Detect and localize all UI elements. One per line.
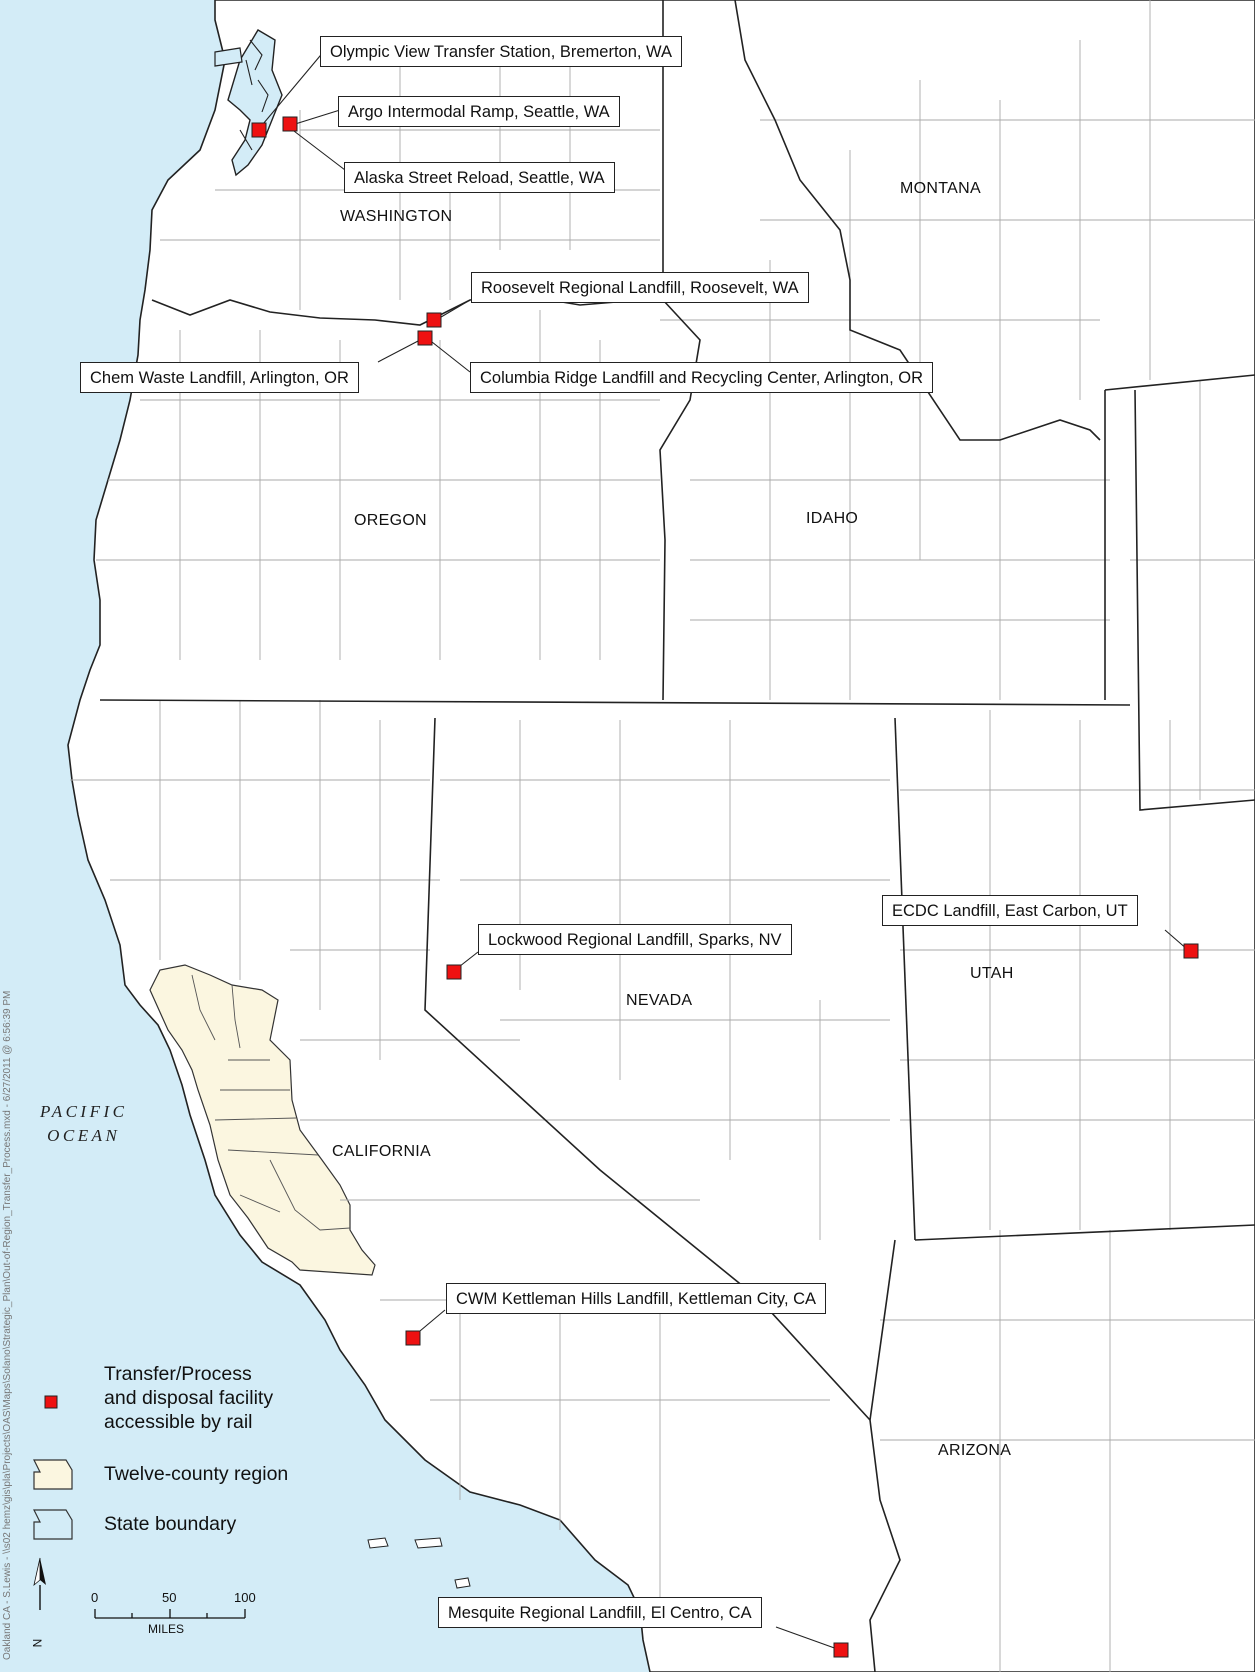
legend-facility-symbol [44, 1395, 58, 1409]
id-mt-border [734, 0, 1101, 441]
nv-ut-border [894, 717, 916, 1241]
state-label-washington: WASHINGTON [340, 208, 453, 225]
callout-columbia-ridge: Columbia Ridge Landfill and Recycling Ce… [470, 362, 933, 393]
or-ca-border [99, 699, 1131, 706]
legend-facility-line1: Transfer/Process [104, 1363, 252, 1385]
callout-roosevelt: Roosevelt Regional Landfill, Roosevelt, … [471, 272, 809, 303]
leader-roosevelt [435, 299, 471, 321]
leader-argo [291, 109, 341, 126]
marker-argo [282, 116, 298, 132]
state-label-utah: UTAH [970, 965, 1014, 982]
ocean-label: PACIFIC OCEAN [40, 1100, 127, 1148]
scale-label-0: 0 [91, 1590, 99, 1605]
legend-region-label: Twelve-county region [104, 1463, 289, 1485]
ca-az-border [869, 1419, 901, 1672]
mt-wy-border [1104, 374, 1255, 391]
marker-kettleman [405, 1330, 421, 1346]
state-label-california: CALIFORNIA [332, 1143, 432, 1160]
columbia-river [151, 294, 663, 326]
state-label-oregon: OREGON [354, 512, 427, 529]
marker-olympic-view [251, 122, 267, 138]
or-id-border [659, 299, 701, 701]
callout-argo: Argo Intermodal Ramp, Seattle, WA [338, 96, 620, 127]
ca-nv-border [424, 717, 871, 1421]
scale-units: MILES [148, 1622, 185, 1636]
scale-label-50: 50 [162, 1590, 177, 1605]
callout-kettleman: CWM Kettleman Hills Landfill, Kettleman … [446, 1283, 827, 1314]
ocean-label-line2: OCEAN [47, 1126, 121, 1145]
state-label-montana: MONTANA [900, 180, 981, 197]
leader-alaska-street [289, 127, 346, 171]
ocean-label-line1: PACIFIC [40, 1102, 128, 1121]
callout-alaska-street: Alaska Street Reload, Seattle, WA [344, 162, 615, 193]
legend-facility-line3: accessible by rail [104, 1411, 253, 1433]
leader-mesquite [775, 1626, 841, 1651]
north-arrow [33, 1557, 46, 1610]
facility-markers [251, 116, 1199, 1658]
puget-islands [239, 39, 269, 151]
leader-columbia-ridge [431, 341, 471, 373]
leader-chem-waste [377, 339, 421, 363]
state-boundaries [99, 0, 1255, 1672]
callout-lockwood: Lockwood Regional Landfill, Sparks, NV [478, 924, 792, 955]
legend-facility-line2: and disposal facility [104, 1387, 274, 1409]
legend-region-symbol [33, 1459, 73, 1490]
scale-label-100: 100 [234, 1590, 256, 1605]
map-credit: Oakland CA - S.Lewis - \\s02 hemz\gis\pl… [2, 990, 13, 1660]
leader-olympic-view [257, 49, 326, 131]
callout-olympic-view: Olympic View Transfer Station, Bremerton… [320, 36, 683, 67]
marker-roosevelt [426, 312, 442, 328]
legend-state-boundary-label: State boundary [104, 1513, 237, 1535]
ut-az-border [914, 1224, 1255, 1241]
callout-chem-waste: Chem Waste Landfill, Arlington, OR [80, 362, 359, 393]
north-label: N [30, 1638, 45, 1648]
strait [214, 47, 243, 67]
state-label-idaho: IDAHO [806, 510, 859, 527]
wy-ut-co-border [1134, 389, 1255, 811]
scale-bar [94, 1609, 246, 1619]
twelve-county-internal-lines [191, 974, 351, 1231]
callout-mesquite: Mesquite Regional Landfill, El Centro, C… [438, 1597, 762, 1628]
callout-ecdc: ECDC Landfill, East Carbon, UT [882, 895, 1138, 926]
marker-lockwood [446, 964, 462, 980]
nv-az-border [869, 1239, 896, 1421]
marker-chem-waste [417, 330, 433, 346]
channel-islands [367, 1537, 471, 1589]
marker-ecdc [1183, 943, 1199, 959]
state-label-arizona: ARIZONA [938, 1442, 1012, 1459]
puget-sound [227, 29, 283, 177]
legend-state-boundary-symbol [33, 1509, 73, 1540]
twelve-county-region [149, 964, 376, 1276]
legend-facility-label: Transfer/Process and disposal facility a… [104, 1362, 273, 1434]
state-label-nevada: NEVADA [626, 992, 693, 1009]
marker-mesquite [833, 1642, 849, 1658]
